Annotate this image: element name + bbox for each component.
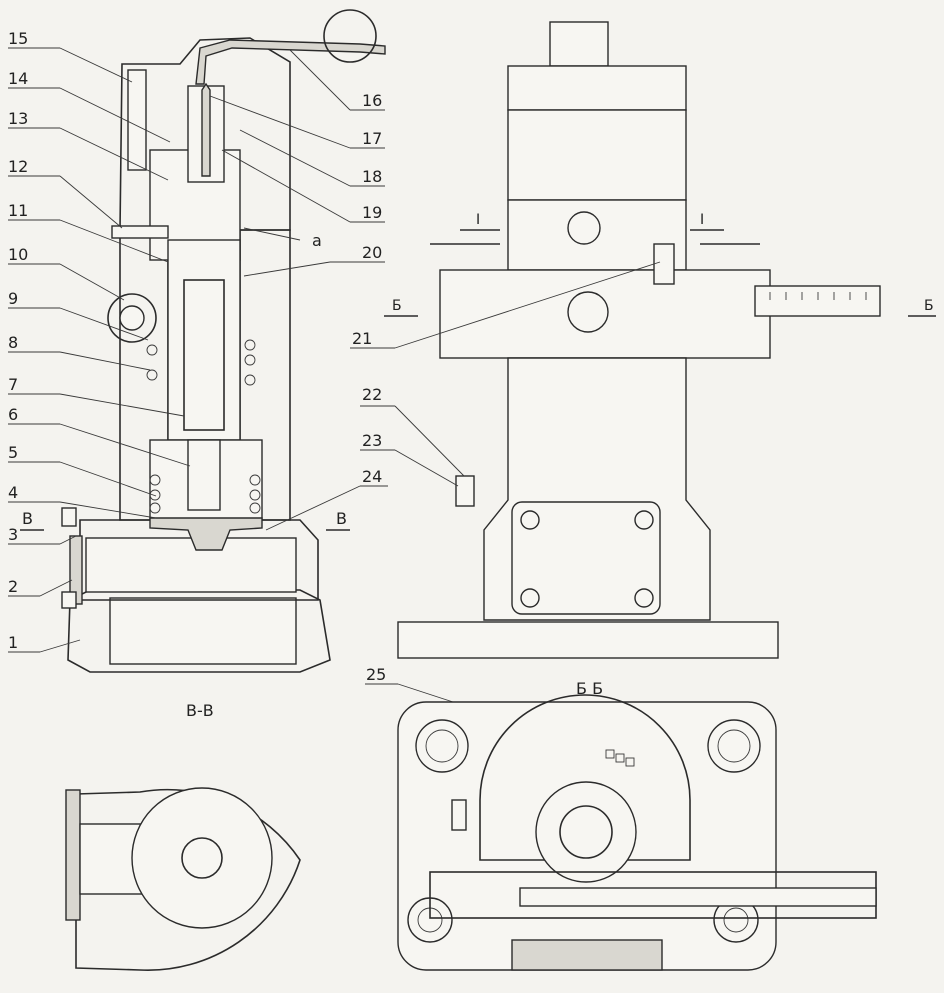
vv-shaft	[181, 837, 223, 879]
cross-plug	[567, 291, 609, 333]
callout-9: 9	[8, 289, 18, 308]
spring-coils	[146, 339, 261, 514]
callout-22: 22	[362, 385, 382, 404]
callout-2: 2	[8, 577, 18, 596]
callout-a: a	[312, 231, 322, 250]
cam-follower	[149, 517, 263, 551]
callout-4: 4	[8, 483, 18, 502]
section-mark-v-left: В	[22, 509, 33, 528]
bb-arch-housing	[479, 694, 691, 861]
callout-5: 5	[8, 443, 18, 462]
callout-11: 11	[8, 201, 28, 220]
callout-15: 15	[8, 29, 28, 48]
callout-10: 10	[8, 245, 28, 264]
flange-bore	[85, 537, 297, 593]
vv-bore	[131, 787, 273, 929]
rack-gear-hub	[119, 305, 145, 331]
callout-18: 18	[362, 167, 382, 186]
mid-plug	[567, 211, 601, 245]
callout-8: 8	[8, 333, 18, 352]
scale-ticks	[769, 292, 867, 300]
handle-knob	[323, 9, 377, 63]
top-cap	[507, 65, 687, 111]
callout-17: 17	[362, 129, 382, 148]
callout-7: 7	[8, 375, 18, 394]
side-tab	[455, 475, 475, 507]
handle-stub	[549, 21, 609, 67]
small-fitting	[653, 243, 675, 285]
callout-25: 25	[366, 665, 386, 684]
callout-12: 12	[8, 157, 28, 176]
view-bb: Б Б	[397, 679, 877, 971]
scale-bar	[754, 285, 881, 317]
callout-24: 24	[362, 467, 382, 486]
section-mark-b-right: Б	[924, 298, 934, 314]
top-bolt	[127, 69, 147, 171]
base-cavity	[109, 597, 297, 665]
callout-1: 1	[8, 633, 18, 652]
callout-13: 13	[8, 109, 28, 128]
base-plate	[397, 621, 779, 659]
section-mark-i-left: I	[476, 212, 480, 228]
plunger	[183, 279, 225, 431]
bb-side-tab	[451, 799, 467, 831]
valve-needle	[201, 82, 211, 177]
vv-cover	[65, 789, 81, 921]
inspection-cover	[511, 501, 661, 615]
section-marks-v: В В	[20, 509, 350, 531]
external-view	[397, 21, 881, 659]
section-mark-v-right: В	[336, 509, 347, 528]
callout-23: 23	[362, 431, 382, 450]
callout-20: 20	[362, 243, 382, 262]
bb-gear-inner	[559, 805, 613, 859]
cover-bolt-top	[61, 507, 77, 527]
upper-body-ext	[507, 109, 687, 201]
callout-3: 3	[8, 525, 18, 544]
plunger-barrel	[167, 239, 241, 441]
callout-19: 19	[362, 203, 382, 222]
callout-leaders-left	[8, 47, 388, 653]
section-vv-view: В-В	[65, 701, 301, 971]
callout-14: 14	[8, 69, 28, 88]
bb-bottom-block	[511, 939, 663, 971]
callout-labels-left: 15 14 13 12 11 10 9 8 7 6 5 4 3 2 1 16 1…	[8, 29, 382, 652]
bb-rack-slot	[519, 887, 877, 907]
bb-gear	[535, 781, 637, 883]
main-section-view	[61, 9, 386, 673]
bb-mount-holes	[407, 719, 761, 943]
handle-lever	[195, 39, 386, 85]
section-mark-i-right: I	[700, 212, 704, 228]
cover-bolts	[520, 510, 654, 608]
external-labels: 21 22 23 25 I I Б Б	[352, 212, 934, 684]
bb-small-marks	[605, 749, 635, 767]
rack-gear	[107, 293, 157, 343]
callout-16: 16	[362, 91, 382, 110]
side-screw	[111, 225, 169, 239]
callout-21: 21	[352, 329, 372, 348]
spring-rod	[187, 439, 221, 511]
view-title-vv: В-В	[186, 701, 214, 720]
section-mark-b-left: Б	[392, 298, 402, 314]
view-title-bb: Б Б	[576, 679, 603, 698]
callout-6: 6	[8, 405, 18, 424]
cover-bolt-bottom	[61, 591, 77, 609]
